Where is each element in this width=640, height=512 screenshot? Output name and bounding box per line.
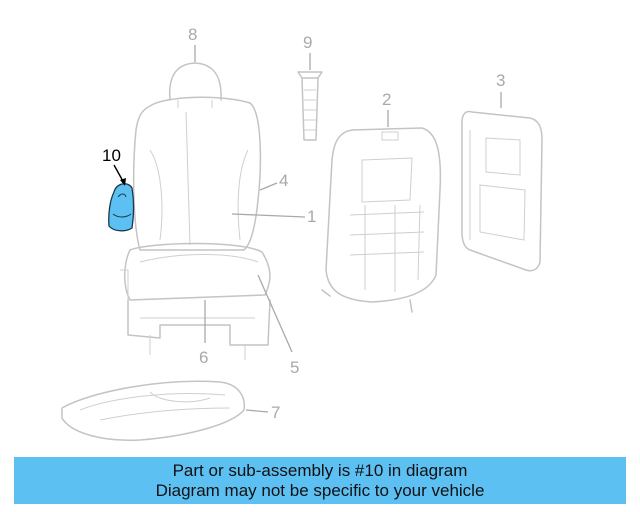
banner-line-disclaimer: Diagram may not be specific to your vehi… bbox=[155, 480, 485, 500]
callout-3: 3 bbox=[496, 71, 505, 90]
callout-4: 4 bbox=[279, 171, 288, 190]
seat-base bbox=[127, 299, 271, 346]
headrest bbox=[168, 62, 222, 101]
parts-diagram: 8 9 2 3 4 1 10 6 5 7 bbox=[61, 25, 543, 441]
callout-1: 1 bbox=[307, 207, 316, 226]
seat-assembly bbox=[120, 62, 271, 360]
callout-6: 6 bbox=[199, 348, 208, 367]
banner-line-part: Part or sub-assembly is #10 in diagram bbox=[172, 460, 468, 480]
part-7-cushion-frame bbox=[61, 380, 246, 441]
callout-5: 5 bbox=[290, 358, 299, 377]
callout-7: 7 bbox=[271, 403, 280, 422]
callout-8: 8 bbox=[188, 25, 197, 44]
seat-back bbox=[132, 96, 262, 251]
callout-2: 2 bbox=[382, 90, 391, 109]
callout-10: 10 bbox=[102, 146, 121, 165]
leader-lines bbox=[113, 45, 502, 413]
callouts: 8 9 2 3 4 1 10 6 5 7 bbox=[102, 25, 505, 422]
callout-9: 9 bbox=[303, 33, 312, 52]
part-3-panel bbox=[461, 110, 543, 272]
info-banner: Part or sub-assembly is #10 in diagram D… bbox=[14, 457, 626, 504]
part-10-highlight[interactable] bbox=[108, 183, 135, 232]
part-10-shape[interactable] bbox=[108, 183, 135, 232]
seat-cushion bbox=[124, 242, 271, 301]
part-9-pin bbox=[297, 71, 323, 141]
part-2-frame bbox=[321, 127, 442, 313]
